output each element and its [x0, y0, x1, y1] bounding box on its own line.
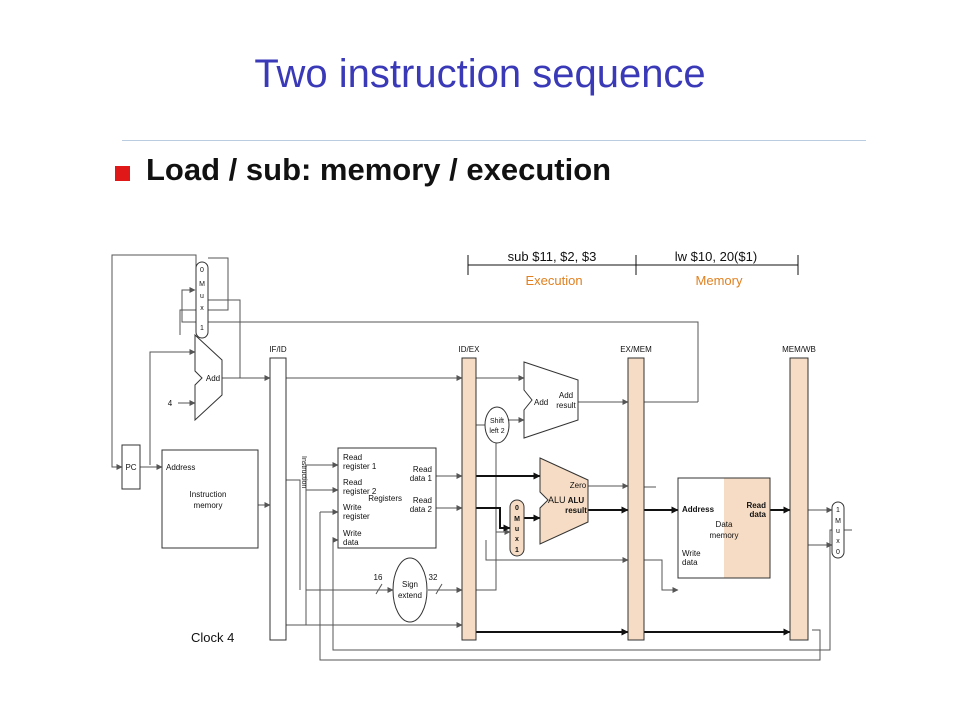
pc-adder [194, 333, 223, 422]
stage-brackets [467, 255, 799, 275]
svg-text:Write: Write [343, 529, 362, 538]
execution-stage-label: Execution [525, 273, 582, 288]
sign-extend-label-1: Sign [402, 580, 418, 589]
branch-adder-add: Add [534, 398, 548, 407]
memory-stage-label: Memory [696, 273, 743, 288]
ex-mem-label: EX/MEM [620, 345, 652, 354]
svg-text:Address: Address [682, 505, 715, 514]
data-memory-border [677, 477, 771, 579]
alu [539, 457, 589, 545]
svg-text:M: M [199, 281, 205, 288]
branch-adder-result-1: Add [559, 391, 573, 400]
writeback-mux [831, 501, 845, 559]
constant-four: 4 [168, 399, 173, 408]
alu-result-label-2: result [565, 506, 587, 515]
svg-text:register: register [343, 512, 370, 521]
svg-text:x: x [836, 538, 840, 545]
svg-text:data: data [343, 538, 359, 547]
shift-label-1: Shift [490, 418, 504, 425]
svg-text:0: 0 [515, 505, 519, 512]
alu-label: ALU [548, 495, 566, 505]
imem-label-1: Instruction [190, 490, 227, 499]
mem-wb-label: MEM/WB [782, 345, 816, 354]
sign-extend-label-2: extend [398, 591, 422, 600]
svg-text:Read: Read [746, 501, 766, 510]
svg-text:M: M [835, 518, 841, 525]
alu-mux-labels: 0 M u x 1 [514, 505, 520, 554]
slide-title: Two instruction sequence [254, 52, 706, 96]
shift-left-2 [484, 406, 510, 444]
svg-text:u: u [515, 526, 519, 533]
svg-text:Data: Data [716, 520, 733, 529]
id-ex-register [461, 357, 477, 641]
instruction-vertical-label: Instruction [300, 456, 307, 488]
svg-text:u: u [200, 293, 204, 300]
data-memory-labels: Address Read data Data memory Write data [682, 501, 767, 567]
pc-register [121, 444, 141, 490]
mem-wb-register [789, 357, 809, 641]
execution-instruction-label: sub $11, $2, $3 [508, 249, 597, 264]
svg-text:x: x [200, 305, 204, 312]
svg-text:Read: Read [343, 478, 362, 487]
if-id-label: IF/ID [269, 345, 287, 354]
svg-text:Write: Write [682, 549, 701, 558]
svg-text:M: M [514, 516, 520, 523]
active-path-wires [476, 472, 791, 636]
svg-text:data: data [750, 510, 767, 519]
pc-label: PC [125, 463, 136, 472]
svg-text:Registers: Registers [368, 494, 402, 503]
memory-instruction-label: lw $10, 20($1) [675, 249, 757, 264]
branch-adder-result-2: result [556, 401, 576, 410]
svg-text:0: 0 [200, 267, 204, 274]
branch-adder [523, 361, 579, 439]
sign-extend [392, 557, 428, 623]
instruction-memory [161, 449, 259, 549]
svg-text:x: x [515, 536, 519, 543]
svg-text:0: 0 [836, 549, 840, 556]
register-file-labels: Read register 1 Read register 2 Write re… [343, 453, 433, 547]
svg-text:data 2: data 2 [410, 505, 433, 514]
clock-label: Clock 4 [191, 630, 234, 645]
svg-text:Write: Write [343, 503, 362, 512]
imem-address-label: Address [166, 463, 195, 472]
svg-text:Read: Read [343, 453, 362, 462]
svg-text:data 1: data 1 [410, 474, 433, 483]
svg-text:data: data [682, 558, 698, 567]
register-file [337, 447, 437, 549]
svg-text:register 1: register 1 [343, 462, 377, 471]
pc-mux [195, 261, 209, 339]
alu-mux [509, 499, 525, 557]
if-id-register [269, 357, 287, 641]
svg-text:1: 1 [515, 547, 519, 554]
svg-text:Read: Read [413, 465, 432, 474]
svg-text:u: u [836, 528, 840, 535]
pc-adder-label: Add [206, 374, 220, 383]
shift-label-2: left 2 [489, 428, 504, 435]
imem-label-2: memory [194, 501, 223, 510]
sign-extend-in-bits: 16 [374, 573, 383, 582]
bullet-square-icon [115, 166, 130, 181]
title-divider [122, 140, 866, 141]
svg-text:register 2: register 2 [343, 487, 377, 496]
pc-mux-labels: 0 M u x 1 [199, 267, 205, 332]
svg-text:1: 1 [836, 507, 840, 514]
alu-zero-label: Zero [570, 481, 587, 490]
svg-text:Read: Read [413, 496, 432, 505]
sign-extend-out-bits: 32 [429, 573, 438, 582]
writeback-mux-labels: 1 M u x 0 [835, 507, 841, 556]
data-memory-highlight [724, 478, 770, 578]
data-memory-left-highlight [678, 478, 724, 548]
id-ex-label: ID/EX [459, 345, 481, 354]
alu-result-label-1: ALU [568, 496, 585, 505]
svg-text:1: 1 [200, 325, 204, 332]
bullet-text: Load / sub: memory / execution [146, 152, 612, 187]
svg-text:memory: memory [710, 531, 739, 540]
ex-mem-register [627, 357, 645, 641]
